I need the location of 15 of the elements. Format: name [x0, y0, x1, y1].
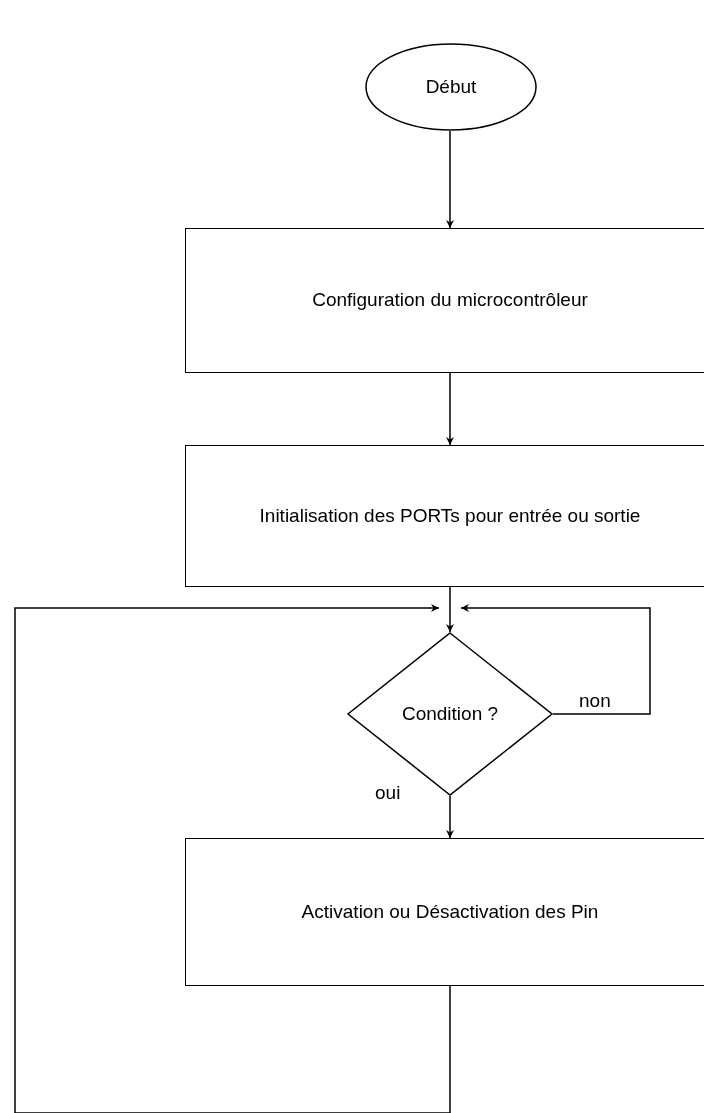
node-text: Début — [425, 74, 477, 99]
node-text: Initialisation des PORTs pour entrée ou sortie — [259, 503, 641, 528]
node-text: Condition ? — [401, 701, 499, 726]
process-box — [185, 228, 704, 373]
arrow — [446, 586, 454, 633]
arrow — [446, 372, 454, 446]
node-text: Configuration du microcontrôleur — [312, 288, 588, 313]
process-box — [185, 838, 704, 986]
arrow — [14, 604, 451, 1113]
arrow — [446, 795, 454, 839]
node-text: Activation ou Désactivation des Pin — [301, 899, 599, 924]
process-box — [185, 445, 704, 587]
arrow — [460, 604, 651, 715]
arrow — [446, 130, 454, 229]
start-ellipse — [365, 43, 537, 131]
